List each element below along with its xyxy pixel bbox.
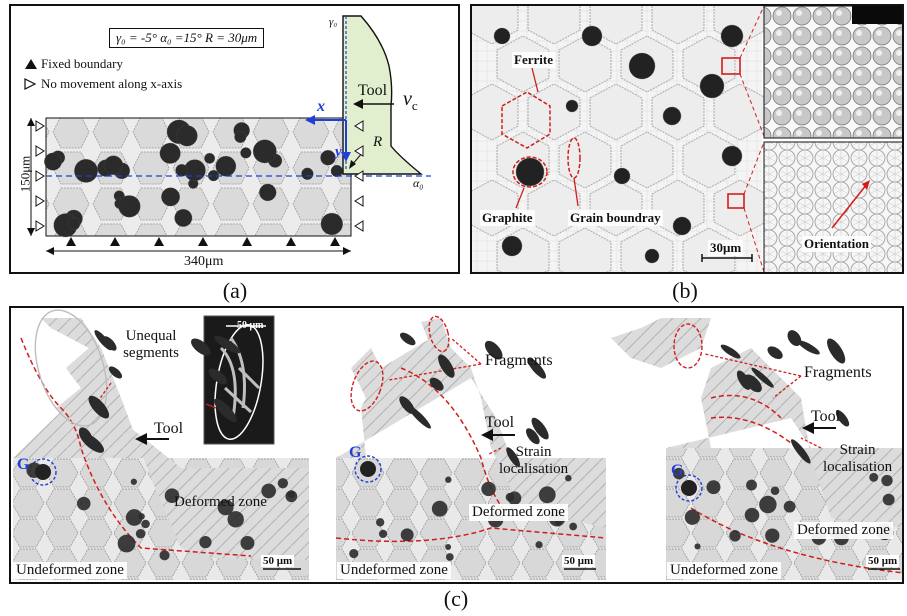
vc-label: vc xyxy=(403,88,418,113)
unequal-segments-label: Unequal segments xyxy=(123,328,179,361)
legend-nomove-label: No movement along x-axis xyxy=(41,76,183,91)
zoom-box-lower xyxy=(727,193,745,209)
panel-a-model-setup: γ₀ = -5° α₀ =15° R = 30μm Fixed boundary… xyxy=(9,4,460,274)
graphite-nodules xyxy=(44,119,343,238)
fragments-label-3: Fragments xyxy=(804,364,872,381)
ferrite-label: Ferrite xyxy=(512,52,555,68)
rake-angle-label: γ₀ xyxy=(329,16,338,28)
zoom-box-upper xyxy=(721,57,741,75)
g-marker-2 xyxy=(354,455,382,483)
clearance-angle-label: α₀ xyxy=(413,176,424,190)
strain-localisation-label-3: Strain localisation xyxy=(823,442,893,475)
tool-label-3: Tool xyxy=(811,408,841,425)
inset-scale-label: 50 μm xyxy=(237,320,264,331)
caption-c: (c) xyxy=(443,586,469,611)
tool-label: Tool xyxy=(358,82,388,99)
legend-fixed-label: Fixed boundary xyxy=(41,56,123,71)
deformed-zone-label-3: Deformed zone xyxy=(794,522,893,539)
graphite-outline xyxy=(512,156,548,188)
undeformed-zone-label-3: Undeformed zone xyxy=(667,562,781,579)
undeformed-zone-label-1: Undeformed zone xyxy=(13,562,127,579)
scale-label-1: 50 μm xyxy=(261,555,295,567)
fixed-boundary-icon xyxy=(25,59,37,69)
tool-label-2: Tool xyxy=(485,414,515,431)
caption-a: (a) xyxy=(222,278,248,303)
panel-a-figure xyxy=(24,15,431,255)
roller-boundary-icon xyxy=(24,78,37,90)
y-axis-label: y xyxy=(335,144,342,160)
g-label-3: G xyxy=(671,462,684,479)
deformed-zone-label-2: Deformed zone xyxy=(469,504,568,521)
graphite-particles xyxy=(493,24,744,264)
g-marker-3 xyxy=(675,474,703,502)
orientation-label: Orientation xyxy=(802,236,871,252)
grain-boundary-label: Grain boundray xyxy=(568,210,663,226)
width-label: 340μm xyxy=(181,254,227,270)
radius-label: R xyxy=(373,134,383,150)
ferrite-outline xyxy=(501,91,551,149)
subfigure-3 xyxy=(611,318,902,580)
graphite-label: Graphite xyxy=(480,210,535,226)
zoom-panel-orientation xyxy=(763,141,902,272)
scale-label-3: 50 μm xyxy=(866,555,900,567)
orientation-arrow xyxy=(831,183,868,229)
zoom-panel-particles xyxy=(763,6,902,139)
panel-b-figure xyxy=(472,6,902,272)
sem-inset xyxy=(203,315,275,445)
panel-b-microstructure: Ferrite Graphite Grain boundray 30μm Ori… xyxy=(470,4,904,274)
parameter-box: γ₀ = -5° α₀ =15° R = 30μm xyxy=(109,28,265,48)
strain-localisation-label-2: Strain localisation xyxy=(499,444,569,477)
undeformed-zone-label-2: Undeformed zone xyxy=(337,562,451,579)
caption-b: (b) xyxy=(672,278,698,303)
scale-bar-b-label: 30μm xyxy=(708,240,744,256)
roller-boundary-markers xyxy=(35,120,364,232)
fixed-boundary-markers xyxy=(66,237,340,246)
fragments-label-2: Fragments xyxy=(485,352,553,369)
scale-label-2: 50 μm xyxy=(562,555,596,567)
panel-c-chip-formation: Unequal segments 50 μm Tool G Deformed z… xyxy=(9,306,904,584)
height-label: 150μm xyxy=(17,155,33,193)
g-label-2: G xyxy=(349,444,362,461)
deformed-zone-label-1: Deformed zone xyxy=(174,494,267,510)
g-label-1: G xyxy=(17,456,30,473)
tool-shape xyxy=(342,15,423,175)
tool-label-1: Tool xyxy=(154,420,184,437)
x-axis-label: x xyxy=(317,98,325,115)
